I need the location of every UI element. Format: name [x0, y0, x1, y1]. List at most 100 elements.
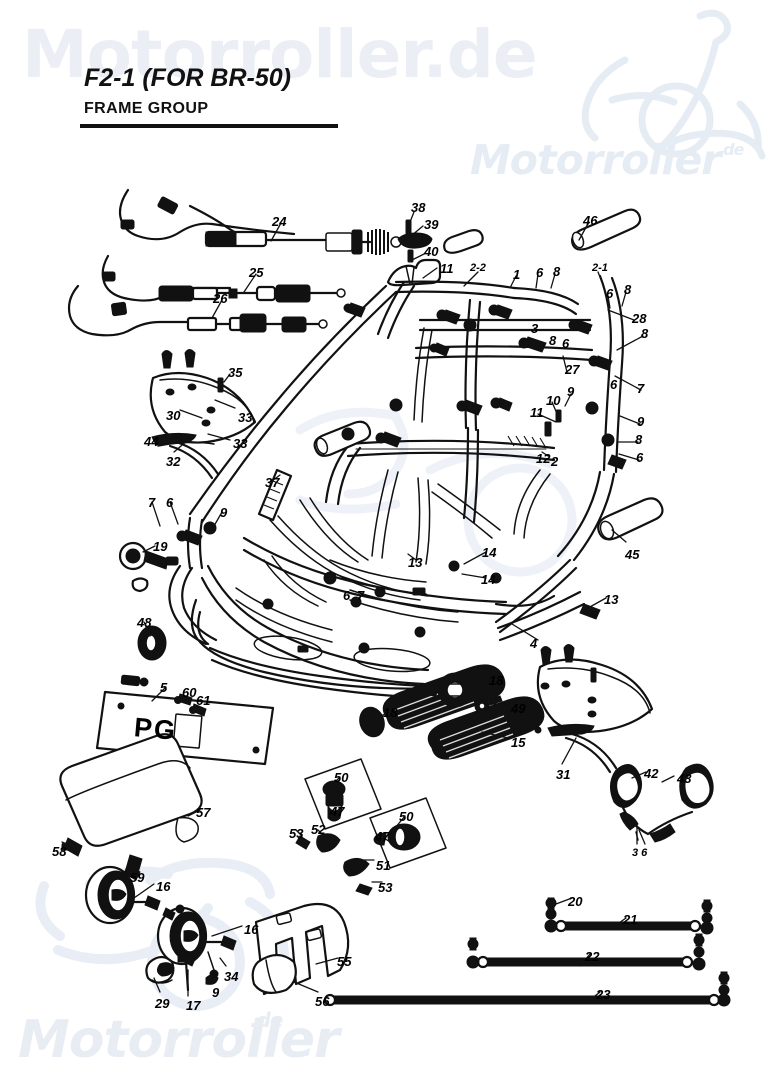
part-56-bushing	[251, 953, 297, 995]
callout-37: 37	[265, 475, 280, 490]
callout-6: 6	[536, 265, 544, 280]
callout-24: 24	[272, 214, 287, 229]
grip-2-2	[443, 229, 484, 254]
callout-6: 6	[636, 450, 644, 465]
callout-16: 16	[156, 879, 171, 894]
callout-52: 52	[311, 822, 326, 837]
detail-box-50-right	[343, 797, 447, 896]
callout-7: 7	[357, 588, 365, 603]
callout-23: 23	[596, 987, 611, 1002]
part-17-bolt	[177, 951, 197, 992]
callout-9: 9	[637, 414, 645, 429]
callout-14: 14	[482, 545, 497, 560]
callout-36: 3 6	[632, 847, 648, 859]
callout-51: 51	[376, 858, 391, 873]
callout-8: 8	[624, 282, 632, 297]
fasteners	[176, 302, 627, 654]
callout-3: 3	[531, 321, 539, 336]
callout-17: 17	[186, 998, 201, 1013]
callout-8: 8	[549, 333, 557, 348]
callout-30: 30	[166, 408, 181, 423]
callout-29: 29	[155, 996, 170, 1011]
callout-8: 8	[553, 264, 561, 279]
callout-10: 10	[546, 393, 561, 408]
part-48-grommet	[137, 625, 167, 661]
callout-1: 1	[513, 267, 521, 282]
callout-16: 16	[244, 922, 259, 937]
grip-46	[571, 208, 642, 251]
callout-50: 50	[334, 770, 349, 785]
mudguard-31	[534, 644, 654, 774]
callout-7: 7	[148, 495, 156, 510]
callout-56: 56	[315, 994, 330, 1009]
callout-2: 2	[551, 454, 559, 469]
detail-box-50-left	[295, 758, 382, 853]
fuel-cap-18	[427, 672, 473, 708]
callout-60: 60	[182, 685, 197, 700]
callout-58: 58	[52, 844, 67, 859]
callout-61: 61	[196, 693, 211, 708]
part-38-39-40-11	[386, 219, 442, 287]
callout-47: 47	[330, 804, 345, 819]
cable-assembly-25	[101, 254, 346, 303]
callout-55: 55	[337, 954, 352, 969]
leader-lines	[61, 211, 675, 1001]
callout-14: 14	[481, 572, 496, 587]
callout-18: 18	[383, 705, 398, 720]
callout-2-2: 2-2	[470, 262, 486, 274]
callout-18: 18	[489, 673, 504, 688]
callout-11: 11	[440, 261, 454, 276]
bracket-55	[254, 902, 350, 996]
callout-15: 15	[511, 735, 526, 750]
callout-4: 4	[530, 636, 538, 651]
callout-49: 49	[511, 701, 526, 716]
callout-28: 28	[632, 311, 647, 326]
callout-38: 38	[411, 200, 426, 215]
callout-9: 9	[567, 384, 575, 399]
callout-35: 35	[228, 365, 243, 380]
title-rule	[80, 124, 338, 128]
callout-21: 21	[623, 912, 638, 927]
callout-22: 22	[585, 949, 600, 964]
part-42-43	[610, 763, 714, 843]
callout-31: 31	[556, 767, 571, 782]
callout-34: 34	[224, 969, 239, 984]
callout-27: 27	[565, 362, 580, 377]
callout-57: 57	[196, 805, 211, 820]
callout-6: 6	[610, 377, 618, 392]
callout-48: 48	[137, 615, 152, 630]
callout-12: 12	[536, 451, 551, 466]
callout-53: 53	[289, 826, 304, 841]
callout-42: 42	[644, 766, 659, 781]
cable-assembly-24	[118, 188, 402, 255]
callout-8: 8	[641, 326, 649, 341]
callout-19: 19	[153, 539, 168, 554]
callout-40: 40	[424, 244, 439, 259]
callout-2-1: 2-1	[592, 262, 608, 274]
callout-5: 5	[160, 680, 168, 695]
horn-16-lower	[156, 904, 237, 985]
callout-11: 11	[530, 405, 544, 420]
tie-rod-22	[466, 933, 706, 971]
page-subtitle: FRAME GROUP	[84, 100, 209, 117]
callout-33: 33	[233, 436, 248, 451]
tie-rod-23	[323, 971, 731, 1007]
part-19-light	[118, 541, 179, 593]
callout-25: 25	[249, 265, 264, 280]
callout-13: 13	[604, 592, 619, 607]
callout-7: 7	[637, 381, 645, 396]
callout-6: 6	[166, 495, 174, 510]
callout-20: 20	[568, 894, 583, 909]
mudguard-30	[149, 349, 257, 444]
part-45-sleeve	[597, 497, 664, 541]
callout-45: 45	[625, 547, 640, 562]
callout-26: 26	[213, 291, 228, 306]
cable-assembly-26	[67, 284, 328, 337]
callout-8: 8	[635, 432, 643, 447]
page-title: F2-1 (FOR BR-50)	[84, 64, 291, 92]
decal-37	[257, 468, 293, 522]
callout-46: 46	[583, 213, 598, 228]
callout-53: 53	[378, 880, 393, 895]
